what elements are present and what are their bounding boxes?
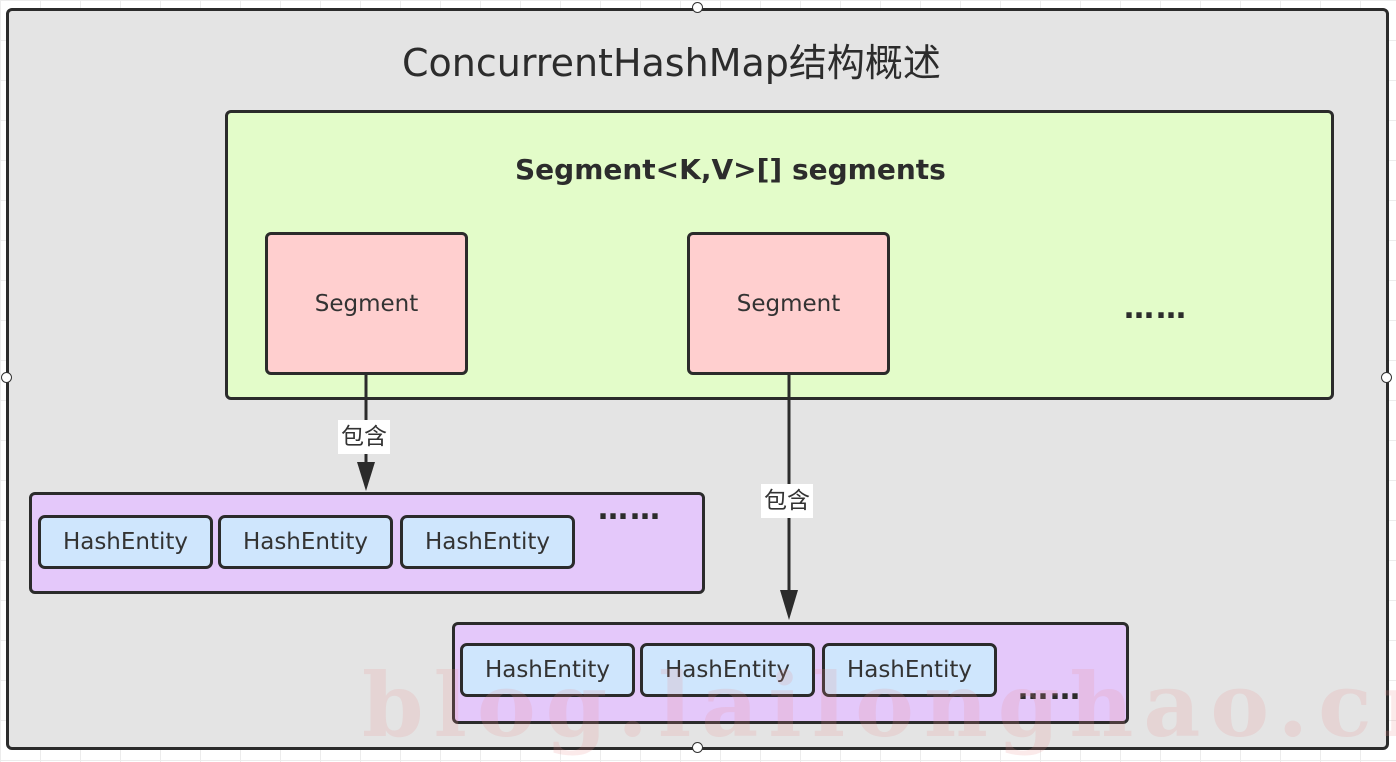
segment-box[interactable]: Segment [265, 232, 468, 375]
hash-entity-box[interactable]: HashEntity [822, 643, 997, 697]
hash-entity-more-ellipsis: …… [1018, 672, 1082, 707]
diagram-title: ConcurrentHashMap结构概述 [402, 41, 941, 85]
hash-entity-box[interactable]: HashEntity [38, 515, 213, 569]
hash-entity-box[interactable]: HashEntity [460, 643, 635, 697]
segments-more-ellipsis: …… [1124, 291, 1188, 326]
resize-handle-top[interactable] [692, 2, 703, 13]
arrowhead-icon [357, 462, 375, 491]
arrowhead-icon [780, 590, 798, 620]
hash-entity-box[interactable]: HashEntity [640, 643, 815, 697]
resize-handle-bottom[interactable] [692, 742, 703, 753]
contains-edge-label[interactable]: 包含 [338, 420, 390, 454]
segments-array-label: Segment<K,V>[] segments [515, 153, 946, 186]
segment-box[interactable]: Segment [687, 232, 890, 375]
contains-edge-label[interactable]: 包含 [761, 484, 813, 518]
watermark-text: blog.lailonghao.cn [362, 653, 1396, 757]
hash-entity-box[interactable]: HashEntity [400, 515, 575, 569]
hash-entity-box[interactable]: HashEntity [218, 515, 393, 569]
resize-handle-right[interactable] [1381, 372, 1392, 383]
resize-handle-left[interactable] [1, 372, 12, 383]
hash-entity-more-ellipsis: …… [598, 492, 662, 527]
